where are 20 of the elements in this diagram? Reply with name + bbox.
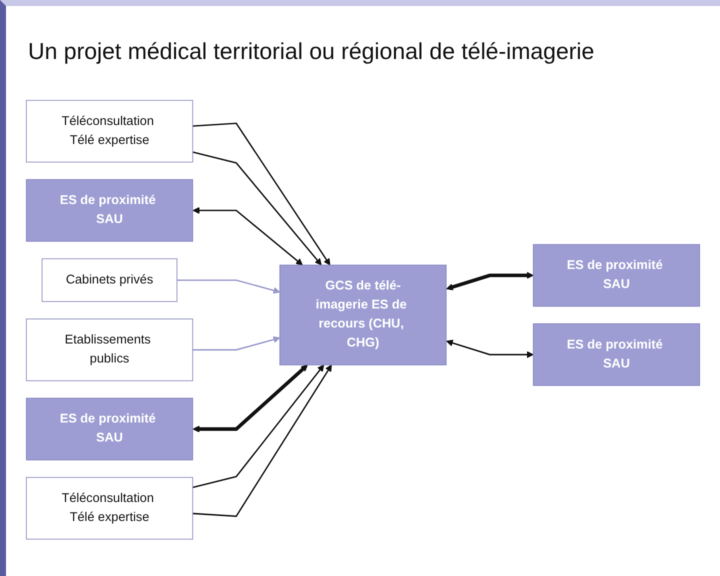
arrow	[192, 206, 303, 266]
diagram-title: Un projet médical territorial ou régional de télé-imagerie	[28, 38, 596, 65]
node-box: Etablissements publics	[26, 318, 194, 381]
arrow	[446, 339, 534, 358]
node-box: Téléconsultation Télé expertise	[26, 476, 194, 540]
node-box: Téléconsultation Télé expertise	[26, 100, 194, 162]
arrow	[192, 336, 280, 350]
arrow	[446, 272, 534, 290]
arrow	[192, 364, 332, 517]
arrow	[176, 279, 280, 294]
arrow	[192, 364, 308, 432]
node-box: ES de proximité SAU	[26, 178, 194, 242]
node-box: ES de proximité SAU	[532, 323, 700, 386]
node-box: ES de proximité SAU	[532, 244, 700, 306]
arrow	[192, 364, 324, 488]
node-box: GCS de télé-imagerie ES de recours (CHU, CHG)	[279, 264, 447, 366]
arrow	[192, 122, 330, 266]
node-box: Cabinets privés	[42, 258, 178, 302]
arrow	[192, 151, 322, 266]
node-box: ES de proximité SAU	[26, 398, 194, 460]
